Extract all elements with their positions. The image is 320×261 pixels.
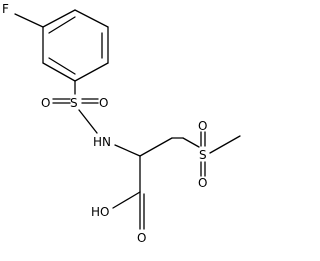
ring-bond (74, 62, 109, 82)
n-c-bond (114, 144, 141, 157)
s-methyl-bond (209, 135, 241, 154)
ring-bond (42, 62, 76, 82)
molecule-diagram: F S O O HN S O O HO O (2, 2, 241, 245)
s-n-bond (78, 109, 98, 134)
nitrogen-label: HN (93, 135, 111, 149)
sulfone-oxygen-top-label: O (198, 119, 207, 133)
sulfonamide-sulfur-label: S (70, 96, 78, 110)
ring-bond (42, 9, 76, 28)
c-f-bond (14, 13, 44, 28)
ring-bond (74, 9, 109, 28)
sulfonamide-oxygen-left-label: O (41, 96, 50, 110)
ring-double-bond (48, 16, 76, 34)
carbonyl-oxygen-label: O (137, 231, 146, 245)
ring-double-bond (48, 57, 76, 75)
fluorine-label: F (2, 2, 9, 16)
sulfone-oxygen-bottom-label: O (198, 176, 207, 190)
sulfone-sulfur-label: S (199, 148, 207, 162)
sulfonamide-oxygen-right-label: O (99, 96, 108, 110)
c-c-bond (139, 137, 173, 157)
c-oh-bond (112, 191, 141, 209)
benzene-ring (42, 9, 109, 82)
structure-svg: F S O O HN S O O HO O (2, 2, 241, 245)
hydroxyl-label: HO (91, 205, 109, 219)
c-s-bond (182, 137, 200, 148)
